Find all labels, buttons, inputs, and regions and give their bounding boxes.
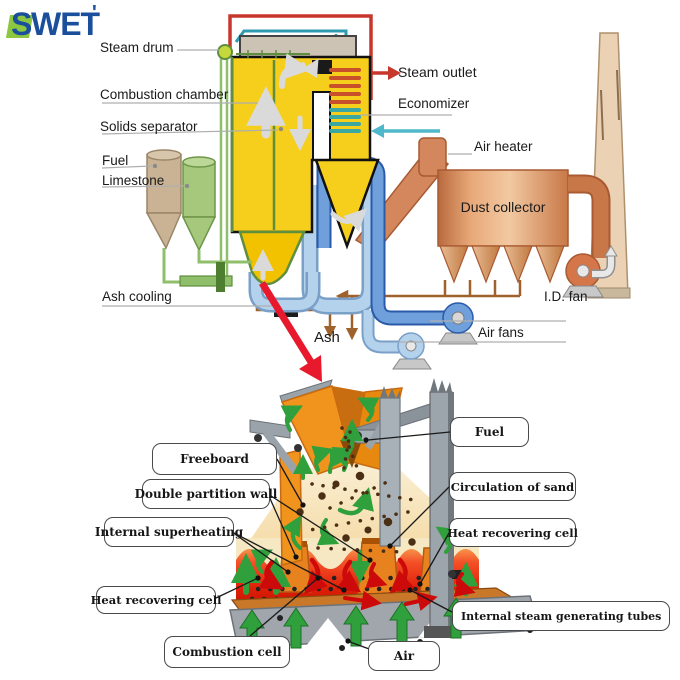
callout-fuel: Fuel	[450, 417, 529, 447]
logo-letters-wet: WET	[31, 6, 100, 42]
leader-dots	[152, 126, 284, 189]
callout-air: Air	[368, 641, 440, 671]
swet-logo: S WET '	[5, 2, 138, 50]
fuel-silo	[145, 149, 218, 284]
logo-letter-s: S	[11, 6, 33, 42]
label-air-heater: Air heater	[474, 139, 533, 154]
callout-combustion-cell: Combustion cell	[164, 636, 290, 668]
callout-internal-steam-generating-tubes: Internal steam generating tubes	[452, 601, 671, 631]
id-fan-shape	[562, 174, 618, 298]
label-dust-collector: Dust collector	[460, 199, 546, 215]
dust-collector-shape	[437, 169, 569, 284]
label-ash: Ash	[314, 329, 340, 346]
logo-apostrophe: '	[92, 2, 97, 24]
boiler-shape	[219, 35, 380, 286]
callout-heat-recovering-cell-right: Heat recovering cell	[447, 518, 578, 547]
superheater-coil	[329, 68, 361, 104]
leader-lines	[101, 49, 566, 343]
right-wall	[379, 378, 470, 638]
label-air-fans: Air fans	[478, 325, 524, 340]
callout-lines	[215, 431, 453, 651]
boiler-internal-arrows	[246, 53, 367, 281]
label-solids-separator: Solids separator	[100, 119, 198, 134]
label-ash-cooling: Ash cooling	[102, 289, 172, 304]
sand-arrows-red	[258, 557, 476, 611]
limestone-silo	[179, 156, 252, 292]
callout-double-partition-wall: Double partition wall	[135, 479, 277, 509]
fuel-particles	[296, 426, 416, 554]
label-economizer: Economizer	[398, 96, 470, 111]
label-steam-drum: Steam drum	[100, 40, 174, 55]
callout-circulation-of-sand: Circulation of sand	[449, 472, 576, 501]
label-steam-outlet: Steam outlet	[398, 64, 477, 80]
red-jump-arrow	[259, 281, 322, 382]
label-limestone: Limestone	[102, 173, 165, 188]
label-fuel: Fuel	[102, 153, 129, 168]
callout-internal-superheating: Internal superheating	[95, 517, 243, 547]
callout-freeboard: Freeboard	[152, 443, 277, 475]
label-combustion-chamber: Combustion chamber	[100, 87, 229, 102]
economizer-coil	[329, 108, 361, 133]
label-id-fan: I.D. fan	[544, 289, 588, 304]
steam-drum-shape	[217, 44, 233, 60]
callout-dots	[255, 437, 423, 644]
callout-heat-recovering-cell-left: Heat recovering cell	[91, 586, 221, 614]
